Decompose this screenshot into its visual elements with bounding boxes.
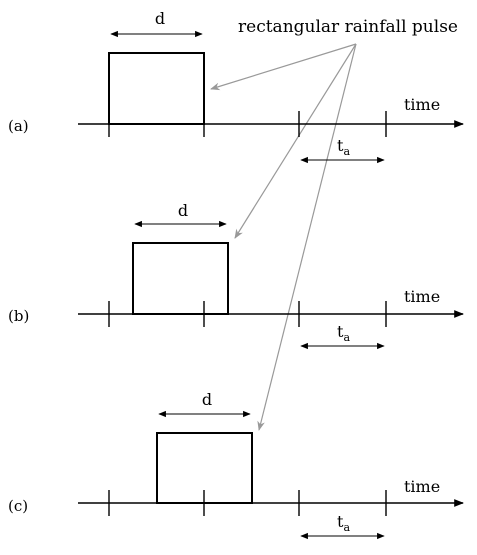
panel-c-axis-label: time bbox=[404, 477, 440, 496]
panel-b-ta-label: ta bbox=[337, 322, 350, 344]
panel-a-axis-label: time bbox=[404, 95, 440, 114]
panel-b-duration-label: d bbox=[178, 201, 188, 220]
annotation-label: rectangular rainfall pulse bbox=[238, 17, 458, 37]
panel-a-rainfall-pulse bbox=[108, 52, 205, 125]
panel-a-label: (a) bbox=[8, 117, 29, 135]
pointer-to-pulse-c bbox=[257, 43, 357, 431]
panel-c-ta-label: ta bbox=[337, 512, 350, 534]
panel-a: (a) time d ta bbox=[8, 9, 464, 164]
annotation-pointers bbox=[210, 43, 357, 431]
pointer-to-pulse-a bbox=[210, 43, 357, 91]
panel-a-ta-label: ta bbox=[337, 136, 350, 158]
pointer-to-pulse-b bbox=[234, 43, 357, 239]
panel-b-axis-label: time bbox=[404, 287, 440, 306]
panel-b-label: (b) bbox=[8, 307, 29, 325]
panel-c-duration-label: d bbox=[202, 390, 212, 409]
panel-c: (c) time d ta bbox=[8, 390, 464, 540]
panel-a-duration-label: d bbox=[155, 9, 165, 28]
panel-b-rainfall-pulse bbox=[132, 242, 229, 315]
panel-b: (b) time d ta bbox=[8, 201, 464, 350]
panel-c-label: (c) bbox=[8, 497, 28, 515]
